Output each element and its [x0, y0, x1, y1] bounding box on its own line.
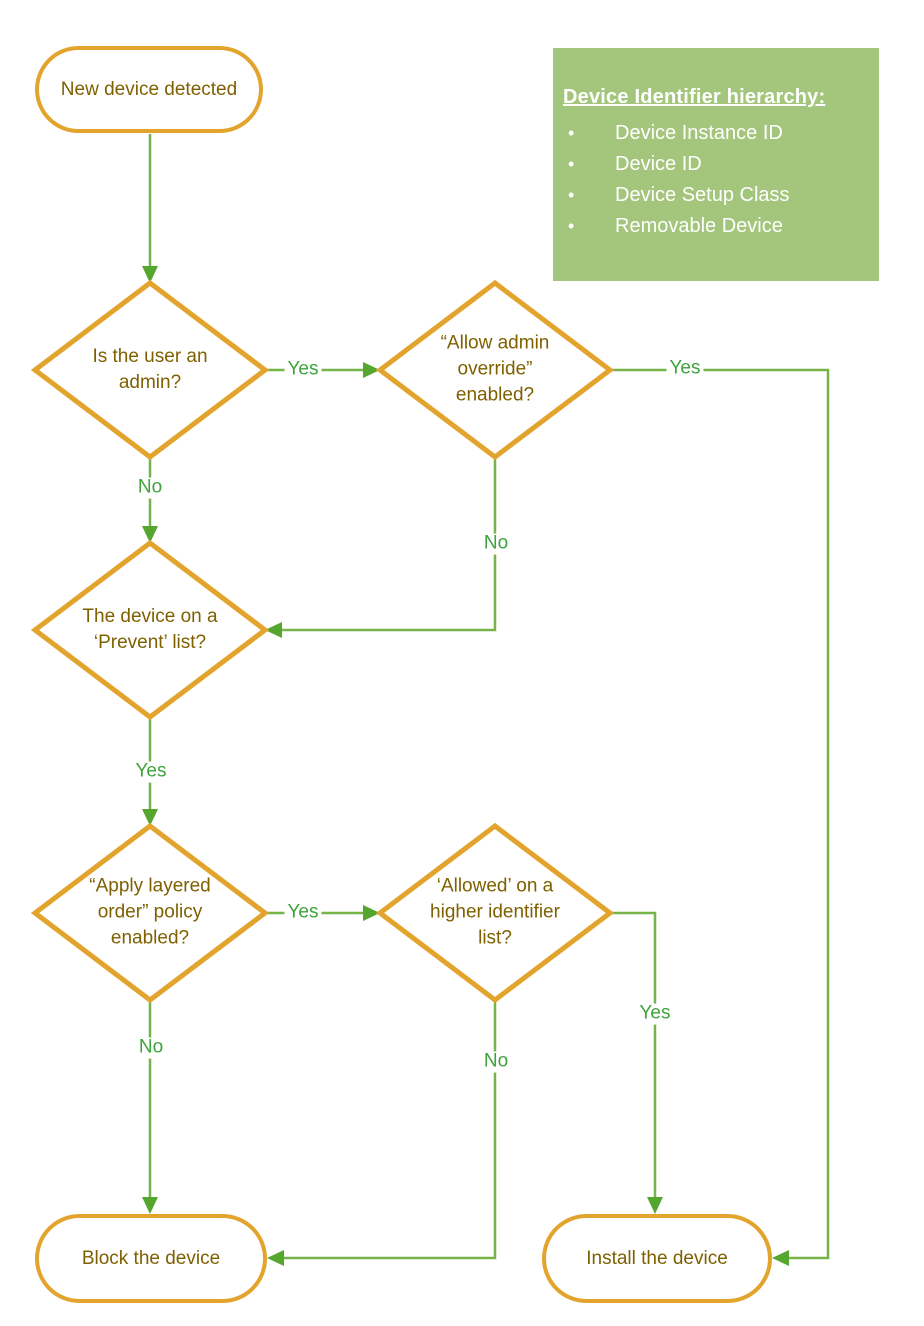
decision-allowed-shape [375, 822, 615, 1004]
decision-admin-shape [30, 279, 270, 461]
arrowhead-layered-yes [363, 905, 380, 921]
edge-label-override-yes: Yes [666, 358, 704, 380]
legend-item-label: Device Instance ID [615, 122, 783, 144]
arrowhead-override-no [265, 622, 282, 638]
bullet-icon: • [568, 123, 575, 143]
block-device-node: Block the device [35, 1214, 267, 1303]
install-device-label: Install the device [586, 1247, 728, 1269]
install-device-node: Install the device [542, 1214, 772, 1303]
edge-override-yes [610, 368, 830, 1260]
legend-item: • Removable Device [563, 211, 867, 242]
edge-label-admin-yes: Yes [284, 359, 322, 381]
edge-label-override-no: No [480, 533, 512, 555]
arrowhead-prevent-yes [142, 809, 158, 826]
edge-label-allowed-yes: Yes [636, 1003, 674, 1025]
decision-prevent-shape [30, 539, 270, 721]
bullet-icon: • [568, 185, 575, 205]
arrowhead-allowed-yes [647, 1197, 663, 1214]
edge-label-layered-no: No [135, 1037, 167, 1059]
start-node-label: New device detected [60, 78, 238, 100]
start-node: New device detected [35, 46, 263, 133]
decision-layered-shape [30, 822, 270, 1004]
arrowhead-admin-no [142, 526, 158, 543]
arrowhead-start-to-admin [142, 266, 158, 283]
legend-title: Device Identifier hierarchy: [563, 86, 826, 108]
edge-label-allowed-no: No [480, 1051, 512, 1073]
decision-override-shape [375, 279, 615, 461]
arrowhead-allowed-no [267, 1250, 284, 1266]
device-identifier-legend: Device Identifier hierarchy: • Device In… [553, 48, 879, 281]
legend-item-label: Device Setup Class [615, 184, 790, 206]
legend-item-label: Removable Device [615, 215, 783, 237]
block-device-label: Block the device [81, 1247, 221, 1269]
legend-item: • Device Instance ID [563, 118, 867, 149]
bullet-icon: • [568, 154, 575, 174]
edge-label-prevent-yes: Yes [132, 761, 170, 783]
edge-label-layered-yes: Yes [284, 902, 322, 924]
edge-label-admin-no: No [134, 477, 166, 499]
arrowhead-layered-no [142, 1197, 158, 1214]
edge-override-no [279, 457, 497, 632]
legend-item-label: Device ID [615, 153, 702, 175]
edge-allowed-no [281, 1000, 497, 1260]
edge-allowed-yes [610, 911, 657, 1199]
arrowhead-admin-yes [363, 362, 380, 378]
legend-item: • Device ID [563, 149, 867, 180]
arrowhead-override-yes [772, 1250, 789, 1266]
legend-item: • Device Setup Class [563, 180, 867, 211]
bullet-icon: • [568, 216, 575, 236]
